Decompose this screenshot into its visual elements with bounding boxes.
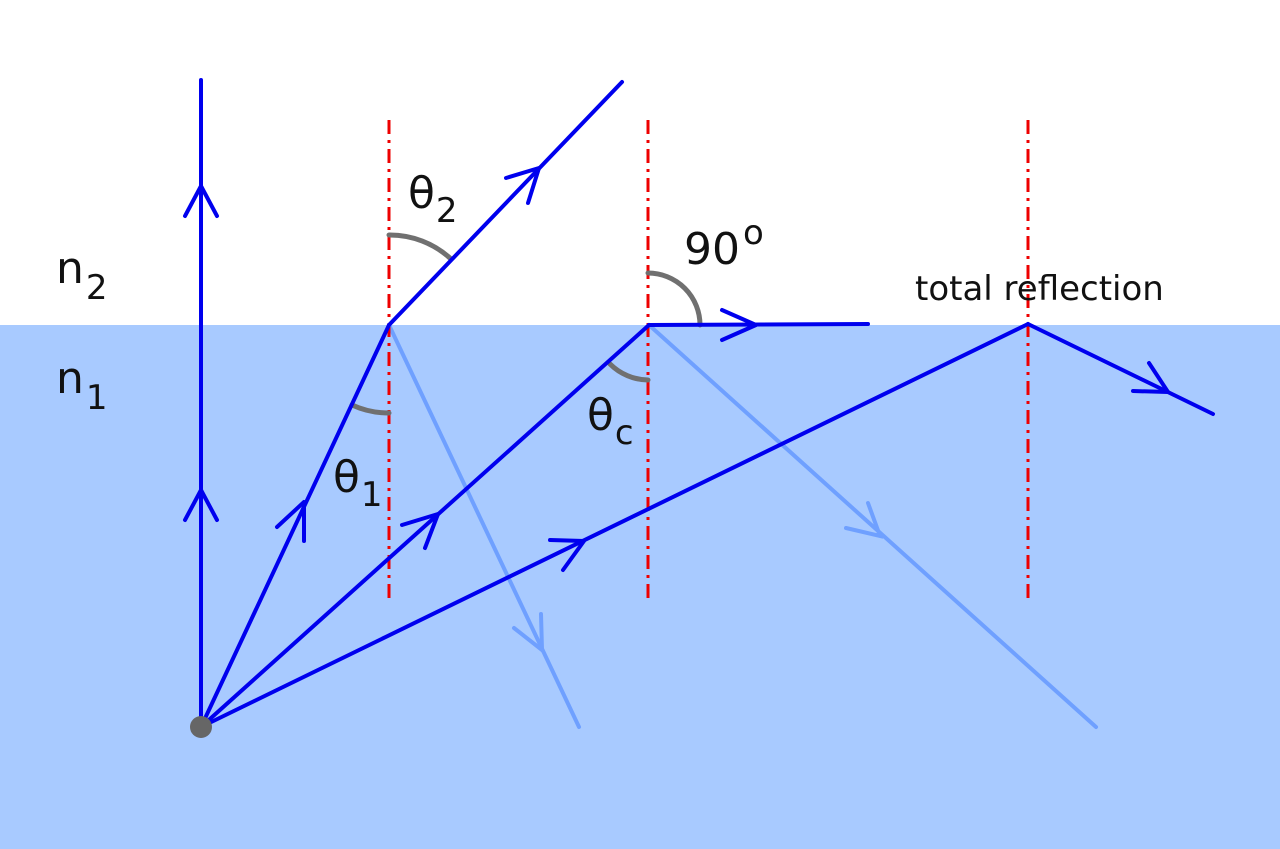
refracted-ray-arrow xyxy=(504,166,541,205)
label-theta-2: θ2 xyxy=(408,168,458,231)
label-theta-1: θ1 xyxy=(333,452,383,515)
grazing-ray-arrow xyxy=(720,308,758,342)
light-source xyxy=(190,716,212,738)
lower-medium xyxy=(0,325,1280,849)
label-total-reflection: total reflection xyxy=(915,269,1164,309)
label-ninety-degrees: 90o xyxy=(684,213,764,275)
label-n1: n1 xyxy=(56,353,108,418)
incident-ray-1-arrow xyxy=(275,500,306,543)
total-reflected-ray xyxy=(1026,322,1215,416)
refracted-ray xyxy=(387,80,624,327)
label-n2: n2 xyxy=(56,243,108,308)
incident-ray-total xyxy=(199,322,1030,729)
vertical-ray-arrow-lower xyxy=(183,488,219,522)
reflected-ray-2 xyxy=(647,323,1098,729)
normals xyxy=(387,120,1030,600)
upper-medium xyxy=(0,0,1280,325)
incident-ray-critical xyxy=(199,323,651,729)
incident-ray-total-arrow xyxy=(548,538,586,572)
angle-arcs xyxy=(349,232,703,416)
reflected-ray-1 xyxy=(387,323,581,729)
partial-reflections xyxy=(387,323,1098,729)
incident-ray-1 xyxy=(199,323,391,729)
rays xyxy=(183,78,1215,729)
vertical-ray-arrow-upper xyxy=(183,184,219,218)
label-theta-c: θc xyxy=(587,390,634,453)
arc-theta-2 xyxy=(386,232,454,262)
reflected-ray-1-arrow xyxy=(512,612,545,655)
reflected-ray-2-arrow xyxy=(844,501,884,539)
total-reflected-ray-arrow xyxy=(1131,361,1170,394)
incident-ray-critical-arrow xyxy=(400,512,440,550)
grazing-ray xyxy=(647,322,870,327)
arc-theta-c xyxy=(607,361,651,383)
arc-ninety xyxy=(645,270,703,328)
